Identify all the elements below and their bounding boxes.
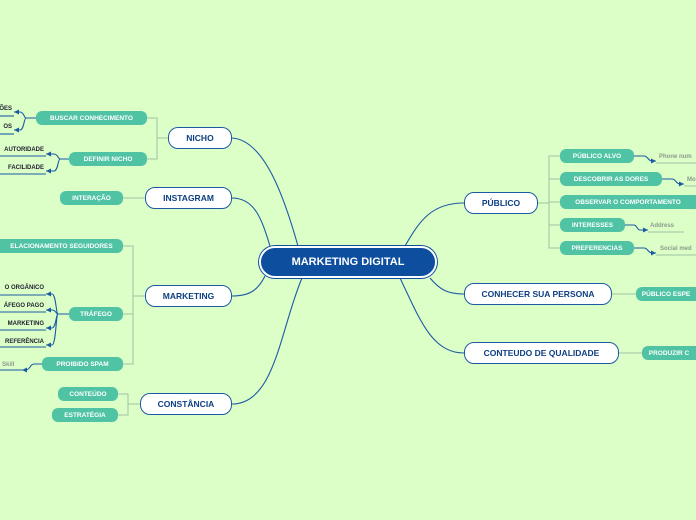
leaf-address[interactable]: Address [650,222,675,229]
subtopic-relacionamento-seguidores[interactable]: ELACIONAMENTO SEGUIDORES [0,239,123,253]
central-topic[interactable]: MARKETING DIGITAL [259,246,437,278]
leaf-buscar-2[interactable]: OS [3,123,12,130]
leaf-trafego-marketing[interactable]: MARKETING [7,320,44,327]
subtopic-observar-comportamento[interactable]: OBSERVAR O COMPORTAMENTO [560,195,696,209]
subtopic-buscar-conhecimento[interactable]: BUSCAR CONHECIMENTO [36,111,147,125]
topic-nicho[interactable]: NICHO [168,127,232,149]
leaf-definir-facilidade[interactable]: FACILIDADE [8,164,44,171]
topic-publico[interactable]: PÚBLICO [464,192,538,214]
subtopic-publico-especifico[interactable]: PÚBLICO ESPE [636,287,696,301]
leaf-trafego-pago[interactable]: ÁFEGO PAGO [3,302,44,309]
subtopic-produzir-conteudo[interactable]: PRODUZIR C [642,346,696,360]
subtopic-interesses[interactable]: INTERESSES [560,218,625,232]
topic-conhecer-persona[interactable]: CONHECER SUA PERSONA [464,283,612,305]
subtopic-preferencias[interactable]: PREFERENCIAS [560,241,634,255]
leaf-buscar-1[interactable]: ÕES [0,105,12,112]
subtopic-conteudo[interactable]: CONTEÚDO [58,387,118,401]
subtopic-proibido-spam[interactable]: PROIBIDO SPAM [42,357,123,371]
subtopic-definir-nicho[interactable]: DEFINIR NICHO [69,152,147,166]
leaf-trafego-organico[interactable]: O ORGÂNICO [4,284,44,291]
leaf-mo[interactable]: Mo [687,176,696,183]
leaf-social-media[interactable]: Social med [660,245,692,252]
subtopic-descobrir-dores[interactable]: DESCOBRIR AS DORES [560,172,662,186]
leaf-trafego-referencia[interactable]: REFERÊNCIA [4,338,44,345]
topic-instagram[interactable]: INSTAGRAM [145,187,232,209]
leaf-spam-skill[interactable]: Skill [2,361,15,368]
subtopic-estrategia[interactable]: ESTRATÉGIA [52,408,118,422]
subtopic-interacao[interactable]: INTERAÇÃO [60,191,123,205]
subtopic-publico-alvo[interactable]: PÚBLICO ALVO [560,149,634,163]
leaf-definir-autoridade[interactable]: AUTORIDADE [4,146,44,153]
leaf-phone-number[interactable]: Phone num [659,153,692,160]
topic-marketing[interactable]: MARKETING [145,285,232,307]
subtopic-trafego[interactable]: TRÁFEGO [69,307,123,321]
topic-conteudo-qualidade[interactable]: CONTEUDO DE QUALIDADE [464,342,619,364]
topic-constancia[interactable]: CONSTÂNCIA [140,393,232,415]
